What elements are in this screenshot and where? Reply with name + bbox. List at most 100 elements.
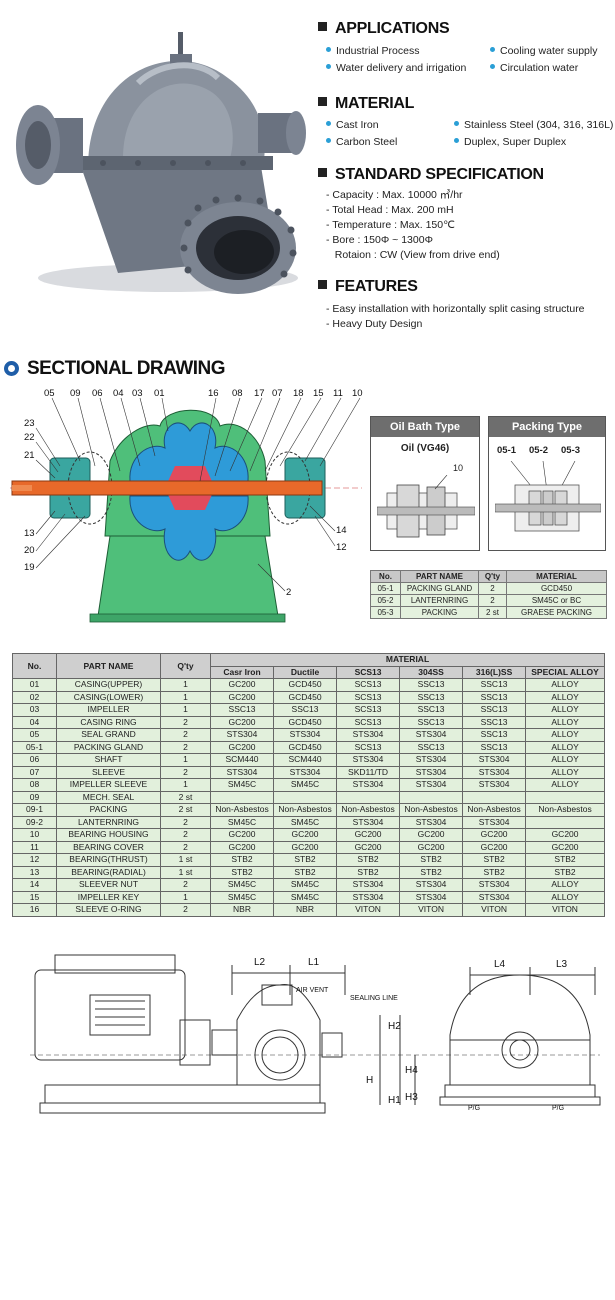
table-cell: Non-Asbestos [399, 803, 464, 817]
callout-label: 12 [336, 542, 347, 553]
table-cell [525, 790, 605, 804]
table-cell: STB2 [462, 853, 527, 867]
table-cell: 04 [12, 715, 57, 729]
callout-label: 05-2 [529, 445, 549, 456]
table-cell: 1 [160, 890, 211, 904]
table-cell: SSC13 [462, 728, 527, 742]
table-cell: SSC13 [462, 703, 527, 717]
column-header: No. [370, 570, 401, 583]
table-cell: 2 [160, 740, 211, 754]
table-cell: STB2 [273, 865, 338, 879]
table-cell: ALLOY [525, 728, 605, 742]
table-cell: SHAFT [56, 753, 161, 767]
table-cell: 15 [12, 890, 57, 904]
outline-labels: L2 L1 L4 L3 H2 H H1 H4 H3 AIR VENT SEALI… [0, 935, 615, 1300]
callout-label: 05-3 [561, 445, 581, 456]
table-cell: STB2 [209, 865, 275, 879]
oil-bath-drawing [377, 475, 475, 538]
table-cell: 09 [12, 790, 57, 804]
material-table: No. PART NAME Q'ty MATERIAL Casr Iron Du… [12, 653, 605, 917]
table-cell: SCS13 [336, 690, 401, 704]
callout-label: 06 [92, 388, 103, 399]
table-cell: SCS13 [336, 703, 401, 717]
application-item: Cooling water supply [490, 45, 597, 57]
table-cell: STS304 [462, 878, 527, 892]
callout-label: 16 [208, 388, 219, 399]
spec-line: - Total Head : Max. 200 mH [326, 204, 454, 216]
table-cell: GC200 [462, 840, 527, 854]
callout-label: 19 [24, 562, 35, 573]
callout-label: 20 [24, 545, 35, 556]
table-header-row: No. PART NAME Q'ty MATERIAL [12, 653, 605, 679]
callout-label: 11 [333, 388, 343, 399]
table-cell: STS304 [336, 778, 401, 792]
table-cell: Non-Asbestos [273, 803, 338, 817]
oil-bath-subtitle: Oil (VG46) [400, 443, 450, 454]
table-cell: 12 [12, 853, 57, 867]
table-cell: MECH. SEAL [56, 790, 161, 804]
table-cell: STS304 [399, 878, 464, 892]
table-cell: VITON [336, 903, 401, 917]
dimension-label: H [366, 1075, 374, 1086]
table-cell: GC200 [273, 828, 338, 842]
table-cell: 09-1 [12, 803, 57, 817]
table-cell: 2 [160, 828, 211, 842]
table-cell: PACKING GLAND [56, 740, 161, 754]
table-cell: GC200 [525, 840, 605, 854]
table-cell: 13 [12, 865, 57, 879]
dimension-label: H2 [388, 1021, 401, 1032]
table-cell: SSC13 [273, 703, 338, 717]
table-cell: GC200 [209, 840, 275, 854]
column-header: PART NAME [400, 570, 479, 583]
table-cell: GC200 [209, 678, 275, 692]
table-cell: SCS13 [336, 715, 401, 729]
table-cell: GC200 [399, 840, 464, 854]
callout-label: 09 [70, 388, 81, 399]
table-cell: 2 [160, 815, 211, 829]
table-cell: 1 [160, 678, 211, 692]
dot-bullet-icon [490, 47, 495, 52]
table-cell: 1 st [160, 853, 211, 867]
callout-label: 2 [286, 587, 292, 598]
callout-label: 18 [293, 388, 304, 399]
dot-bullet-icon [326, 64, 331, 69]
table-cell: 16 [12, 903, 57, 917]
callout-label: 17 [254, 388, 265, 399]
callout-label: 10 [352, 388, 363, 399]
table-cell [462, 790, 527, 804]
table-cell: GRAESE PACKING [506, 606, 607, 619]
dot-bullet-icon [454, 138, 459, 143]
table-cell: STS304 [273, 765, 338, 779]
table-cell: NBR [273, 903, 338, 917]
table-cell: SSC13 [399, 703, 464, 717]
callout-label: 15 [313, 388, 324, 399]
column-header: Q'ty [478, 570, 507, 583]
table-cell: STS304 [336, 753, 401, 767]
table-cell: STS304 [336, 815, 401, 829]
column-header: Q'ty [160, 653, 211, 679]
table-cell: 1 st [160, 865, 211, 879]
dot-bullet-icon [326, 138, 331, 143]
table-cell: 2 st [160, 803, 211, 817]
square-bullet-icon [318, 22, 327, 31]
table-cell: GC200 [336, 840, 401, 854]
table-cell: 1 [160, 703, 211, 717]
column-header: SCS13 [336, 665, 401, 679]
spec-line: Rotaion : CW (View from drive end) [326, 249, 500, 261]
table-cell: 14 [12, 878, 57, 892]
table-cell: 1 [160, 778, 211, 792]
pressure-gauge-label: P/G [552, 1105, 565, 1112]
table-cell: 05-3 [370, 606, 401, 619]
table-cell: 07 [12, 765, 57, 779]
table-cell: SM45C [209, 815, 275, 829]
table-cell: SM45C [273, 778, 338, 792]
table-cell: SLEEVE [56, 765, 161, 779]
